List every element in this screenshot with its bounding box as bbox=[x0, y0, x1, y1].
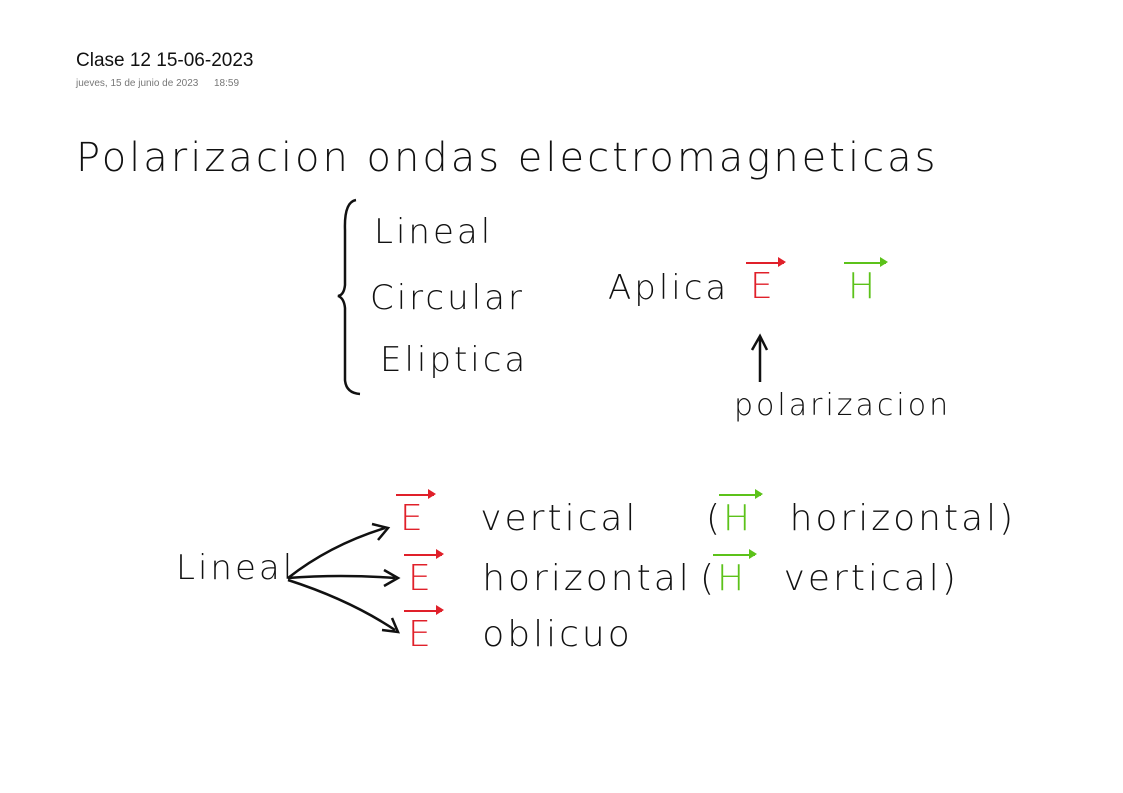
page-date: jueves, 15 de junio de 2023 bbox=[76, 78, 199, 89]
arrow-oblique bbox=[287, 578, 401, 634]
type-eliptica: Eliptica bbox=[380, 340, 529, 380]
up-arrow bbox=[750, 333, 769, 382]
row-vertical: E vertical bbox=[396, 489, 639, 539]
paren-open: ( bbox=[700, 558, 718, 599]
row-label: horizontal bbox=[482, 558, 692, 599]
type-circular: Circular bbox=[370, 278, 525, 318]
e-vector: E bbox=[396, 489, 436, 539]
h-label: horizontal bbox=[789, 498, 1000, 539]
type-lineal: Lineal bbox=[374, 212, 494, 252]
notes-heading: Polarizacion ondas electromagneticas bbox=[76, 135, 939, 181]
e-vector: E bbox=[404, 605, 444, 655]
page-title[interactable]: Clase 12 15-06-2023 bbox=[76, 50, 254, 71]
h-vector: H bbox=[713, 549, 758, 599]
aplica-label: Aplica bbox=[608, 268, 730, 308]
row-horizontal: E horizontal bbox=[404, 549, 692, 599]
row-oblicuo: E oblicuo bbox=[404, 605, 633, 655]
e-vector: E bbox=[404, 549, 444, 599]
paren-close: ) bbox=[999, 498, 1017, 539]
h-label: vertical bbox=[783, 558, 942, 599]
paren-close: ) bbox=[941, 558, 959, 599]
polarizacion-label: polarizacion bbox=[734, 388, 952, 423]
row-label: oblicuo bbox=[482, 614, 633, 655]
lineal-label: Lineal bbox=[176, 548, 296, 588]
row-label: vertical bbox=[480, 498, 639, 539]
row-h-horizontal: (H horizontal) bbox=[706, 489, 1017, 539]
row-h-vertical: (H vertical) bbox=[700, 549, 959, 599]
brace bbox=[337, 198, 361, 396]
h-vector: H bbox=[843, 257, 889, 307]
arrow-vertical bbox=[287, 522, 391, 579]
e-vector: E bbox=[746, 257, 786, 307]
paren-open: ( bbox=[706, 498, 724, 539]
arrow-horizontal bbox=[287, 568, 401, 588]
page-time: 18:59 bbox=[214, 78, 240, 89]
h-vector: H bbox=[719, 489, 764, 539]
